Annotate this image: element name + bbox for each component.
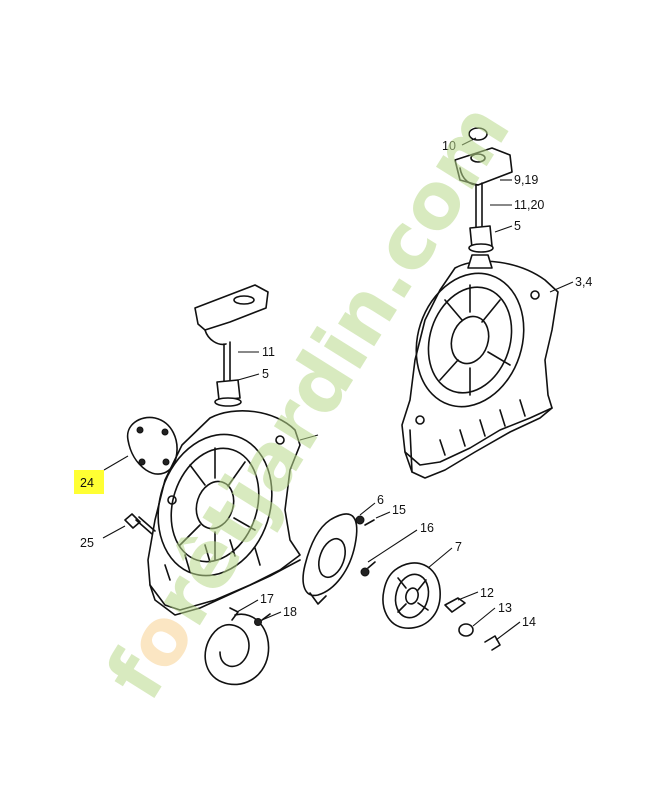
starter-grip-left [194,284,269,407]
callout-11-20: 11,20 [514,198,544,212]
clip-part-14 [484,635,501,651]
callout-13: 13 [498,601,512,615]
fan-housing-right [401,254,559,479]
callout-3-4: 3,4 [575,275,592,289]
callout-12: 12 [480,586,494,600]
callout-6: 6 [377,493,384,507]
callout-24-highlight [74,470,104,494]
callout-5-top: 5 [514,219,521,233]
callout-24: 24 [80,476,94,490]
callout-9-19: 9,19 [514,173,538,187]
starter-grip-top [454,127,513,253]
pawl-part-12 [444,597,466,613]
callout-25: 25 [80,536,94,550]
fan-housing-left [147,410,301,616]
callout-7: 7 [455,540,462,554]
screw-part-6-15 [355,515,376,577]
rope-rotor-part-7 [382,562,441,629]
callout-16: 16 [420,521,434,535]
callout-10: 10 [442,139,456,153]
leader-lines [102,137,574,641]
cover-plate-part-16 [302,513,358,605]
screw-part-25 [124,513,156,535]
callout-14: 14 [522,615,536,629]
spring-part-13 [458,623,474,637]
callout-15: 15 [392,503,406,517]
callout-18: 18 [283,605,297,619]
callout-5: 5 [262,367,269,381]
washer-part-24 [126,416,178,475]
callout-labels: 10 9,19 11,20 5 3,4 11 5 24 25 6 15 16 7… [74,139,592,629]
callout-17: 17 [260,592,274,606]
callout-11: 11 [262,345,275,359]
